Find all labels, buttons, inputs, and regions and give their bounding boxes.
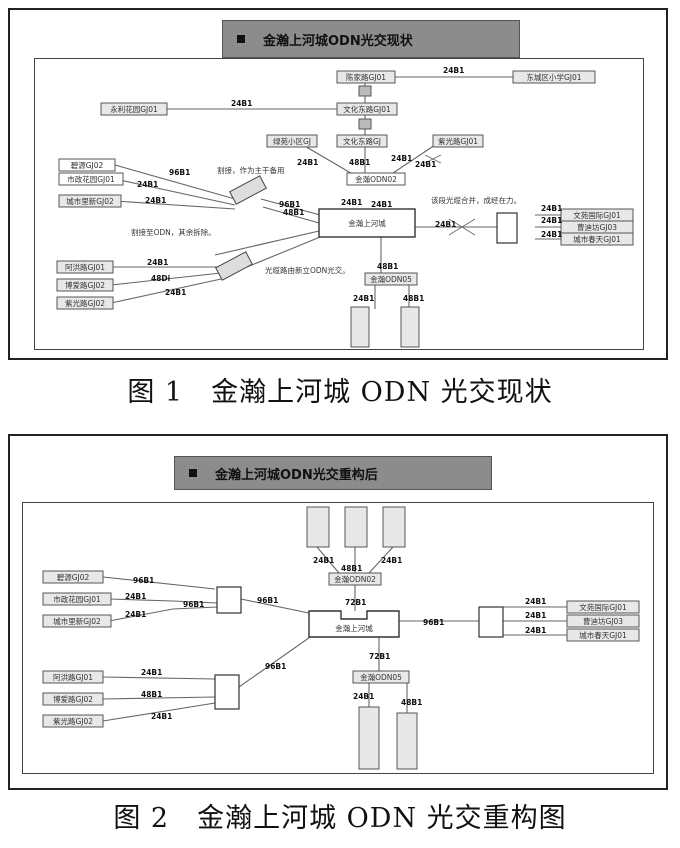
fig1-node-n8: 碧源GJ02	[71, 160, 104, 170]
fig1-link-l2: 24B1	[231, 99, 252, 108]
figure1-frame: 金瀚上河城ODN光交现状	[8, 8, 668, 360]
fig2-node-m9: 阿洪路GJ01	[53, 672, 93, 682]
fig2-link-k18: 72B1	[369, 652, 390, 661]
fig1-link-l13: 24B1	[371, 200, 392, 209]
fig1-node-n10: 城市里新GJ02	[66, 196, 114, 206]
figure1-caption: 图 1 金瀚上河城 ODN 光交现状	[127, 377, 553, 408]
fig2-link-k11: 24B1	[525, 597, 546, 606]
fig1-node-n19: 金瀚ODN05	[370, 274, 412, 284]
fig1-node-n9: 市政花园GJ01	[67, 174, 115, 184]
fig1-node-n5: 绿苑小区GJ	[273, 136, 311, 146]
fig1-link-l18: 24B1	[147, 258, 168, 267]
fig1-annotation-a2: 割接至ODN，其余拆除。	[131, 227, 216, 237]
fig1-node-n15: 城市春天GJ01	[573, 234, 621, 244]
fig2-link-k9: 96B1	[257, 596, 278, 605]
fig2-node-m11: 紫光路GJ02	[53, 716, 93, 726]
fig1-link-l1: 24B1	[443, 66, 464, 75]
figure2-diagram-svg: 碧源GJ02 市政花园GJ01 城市里新GJ02 金瀚ODN02 金瀚上河城 文…	[42, 506, 640, 770]
fig1-link-l6: 24B1	[415, 160, 436, 169]
fig1-link-l11: 48B1	[283, 208, 304, 217]
fig1-link-l3: 24B1	[297, 158, 318, 167]
fig2-link-k4: 72B1	[345, 598, 366, 607]
figure2-caption: 图 2 金瀚上河城 ODN 光交重构图	[113, 803, 567, 834]
figure2-banner: 金瀚上河城ODN光交重构后	[174, 456, 492, 490]
fig2-node-m6: 文苑国际GJ01	[579, 602, 627, 612]
fig2-link-k15: 48B1	[141, 690, 162, 699]
fig2-link-k2: 24B1	[381, 556, 402, 565]
fig2-link-k20: 48B1	[401, 698, 422, 707]
fig2-node-m5: 金瀚上河城	[335, 623, 373, 633]
fig2-node-m1: 碧源GJ02	[57, 572, 90, 582]
fig1-node-n14: 曹迪坊GJ03	[577, 222, 617, 232]
figure1-diagram: 陈家路GJ01 东城区小学GJ01 永利花园GJ01 文化东路GJ01 绿苑小区…	[34, 58, 644, 350]
figure2-diagram: 碧源GJ02 市政花园GJ01 城市里新GJ02 金瀚ODN02 金瀚上河城 文…	[22, 502, 654, 774]
fig1-annotation-a4: 该段光缆合并，成经在力。	[431, 195, 521, 205]
fig1-link-l9: 24B1	[145, 196, 166, 205]
fig1-node-n2: 东城区小学GJ01	[526, 72, 581, 82]
fig2-node-m10: 博爱路GJ02	[53, 694, 93, 704]
fig1-link-l7: 96B1	[169, 168, 190, 177]
fig2-link-k10: 96B1	[423, 618, 444, 627]
figure2-banner-title: 金瀚上河城ODN光交重构后	[215, 467, 378, 483]
fig1-node-n17: 博爱路GJ02	[65, 280, 105, 290]
fig1-link-l19: 48Di	[151, 274, 170, 283]
fig2-link-k5: 96B1	[133, 576, 154, 585]
fig1-node-n4: 文化东路GJ01	[343, 104, 391, 114]
fig1-link-l4: 48B1	[349, 158, 370, 167]
fig2-link-k6: 24B1	[125, 592, 146, 601]
fig2-link-k12: 24B1	[525, 611, 546, 620]
fig1-node-n18: 紫光路GJ02	[65, 298, 105, 308]
fig1-link-l22: 24B1	[353, 294, 374, 303]
fig1-node-n11: 金瀚ODN02	[355, 174, 397, 184]
fig2-node-m2: 市政花园GJ01	[53, 594, 101, 604]
figure1-banner: 金瀚上河城ODN光交现状	[222, 20, 520, 58]
fig2-link-k7: 24B1	[125, 610, 146, 619]
fig1-link-l20: 24B1	[165, 288, 186, 297]
fig2-link-k8: 96B1	[183, 600, 204, 609]
fig1-node-n7: 紫光路GJ01	[438, 136, 478, 146]
fig1-annotation-a3: 光缆路由新立ODN光交。	[265, 265, 350, 275]
figure2-frame: 金瀚上河城ODN光交重构后	[8, 434, 668, 790]
fig1-link-l21: 48B1	[377, 262, 398, 271]
fig1-node-n12: 金瀚上河城	[348, 218, 386, 228]
fig1-link-l5: 24B1	[391, 154, 412, 163]
fig1-link-l23: 48B1	[403, 294, 424, 303]
fig1-link-l10: 96B1	[279, 200, 300, 209]
fig2-node-m7: 曹迪坊GJ03	[583, 616, 623, 626]
fig2-node-m8: 城市春天GJ01	[579, 630, 627, 640]
fig1-node-n6: 文化东路GJ	[343, 136, 381, 146]
fig2-link-k14: 24B1	[141, 668, 162, 677]
fig1-boxes	[56, 70, 634, 348]
bullet-square-icon	[189, 469, 197, 477]
fig2-link-k1: 24B1	[313, 556, 334, 565]
fig2-node-m4: 金瀚ODN02	[334, 574, 376, 584]
fig1-link-l12: 24B1	[341, 198, 362, 207]
fig2-node-m12: 金瀚ODN05	[360, 672, 402, 682]
fig1-link-l8: 24B1	[137, 180, 158, 189]
figure1-diagram-svg: 陈家路GJ01 东城区小学GJ01 永利花园GJ01 文化东路GJ01 绿苑小区…	[56, 66, 634, 348]
fig2-node-m3: 城市里新GJ02	[53, 616, 101, 626]
fig1-annotation-a1: 割接，作为主干备用	[217, 165, 285, 175]
fig1-node-n16: 阿洪路GJ01	[65, 262, 105, 272]
fig1-node-n1: 陈家路GJ01	[346, 72, 386, 82]
fig2-link-k17: 96B1	[265, 662, 286, 671]
fig1-node-n3: 永利花园GJ01	[110, 104, 158, 114]
bullet-square-icon	[237, 35, 245, 43]
figure1-banner-title: 金瀚上河城ODN光交现状	[263, 33, 413, 49]
fig2-link-k19: 24B1	[353, 692, 374, 701]
fig1-node-n13: 文苑国际GJ01	[573, 210, 621, 220]
fig2-link-k16: 24B1	[151, 712, 172, 721]
fig1-link-l15: 24B1	[541, 204, 562, 213]
fig1-link-l16: 24B1	[541, 216, 562, 225]
fig1-link-l17: 24B1	[541, 230, 562, 239]
fig2-boxes	[42, 506, 640, 770]
fig1-link-l14: 24B1	[435, 220, 456, 229]
fig2-link-k3: 48B1	[341, 564, 362, 573]
fig2-link-k13: 24B1	[525, 626, 546, 635]
